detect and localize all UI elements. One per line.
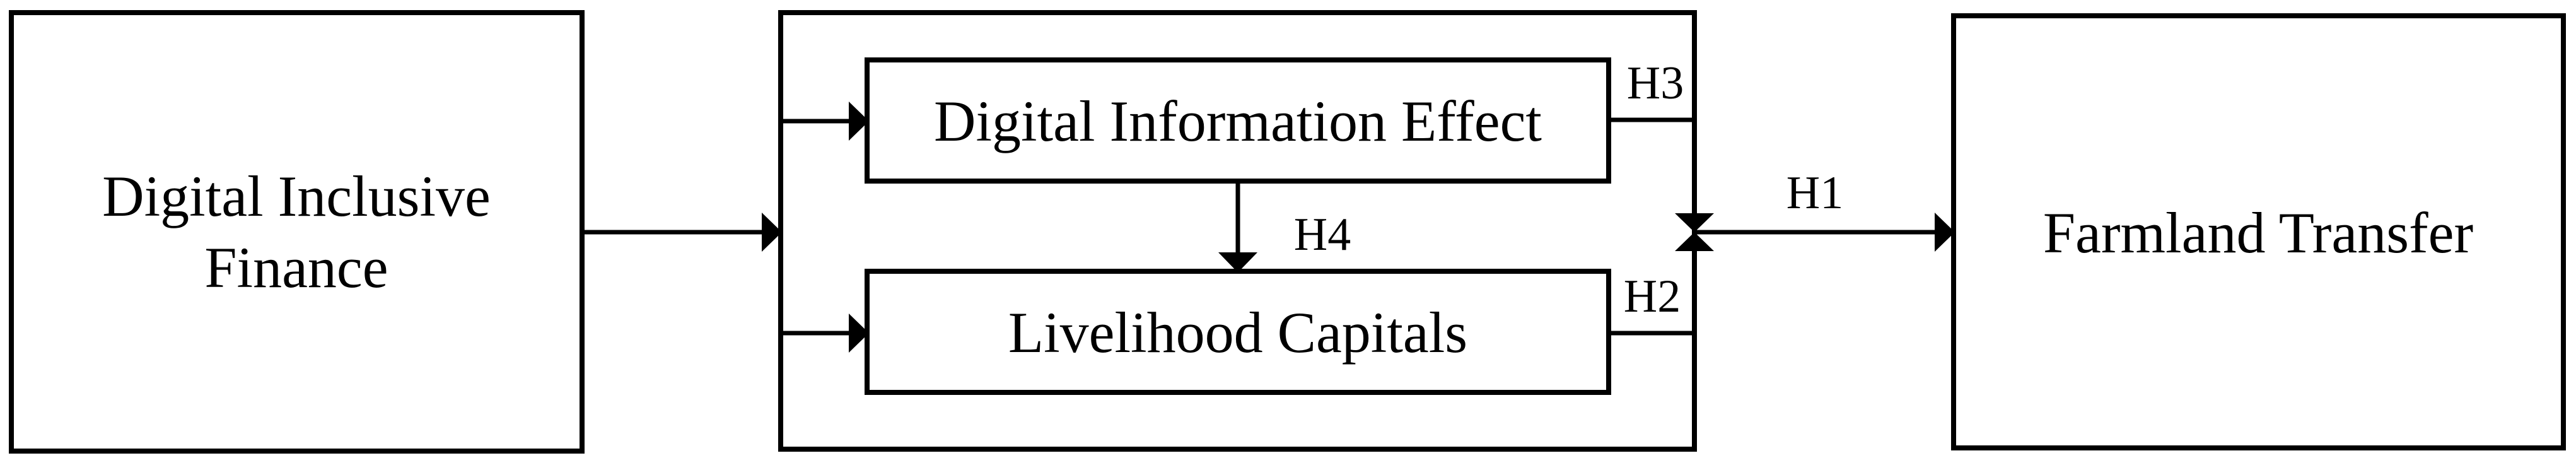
h4-mediation-arrow [1218, 184, 1257, 273]
arrowhead-right-icon [1935, 213, 1955, 252]
h2-label: H2 [1624, 271, 1681, 322]
arrowhead-down-icon [1218, 252, 1257, 273]
container-to-capitals-arrow [783, 314, 869, 353]
h4-label: H4 [1294, 209, 1351, 261]
farmland-transfer-label: Farmland Transfer [2043, 201, 2473, 265]
container-to-information-arrow [783, 102, 869, 141]
h1-main-arrow [1694, 213, 1955, 252]
digital-information-effect-label: Digital Information Effect [934, 89, 1542, 153]
arrowhead-up-icon [1675, 232, 1714, 251]
digital-inclusive-finance-label-line2: Finance [204, 235, 388, 300]
h3-label: H3 [1627, 57, 1684, 109]
finance-to-container-arrow [582, 213, 782, 252]
arrowhead-right-icon [849, 314, 869, 353]
arrowhead-right-icon [849, 102, 869, 141]
h1-label: H1 [1786, 167, 1843, 219]
arrowhead-down-icon [1675, 213, 1714, 232]
digital-information-effect-box [865, 57, 1611, 184]
digital-inclusive-finance-label-line1: Digital Inclusive [102, 164, 491, 228]
arrowhead-right-icon [762, 213, 782, 252]
livelihood-capitals-label: Livelihood Capitals [1008, 300, 1467, 365]
converging-junction [1675, 213, 1714, 251]
farmland-transfer-box [1951, 13, 2566, 450]
digital-inclusive-finance-box [9, 10, 585, 454]
